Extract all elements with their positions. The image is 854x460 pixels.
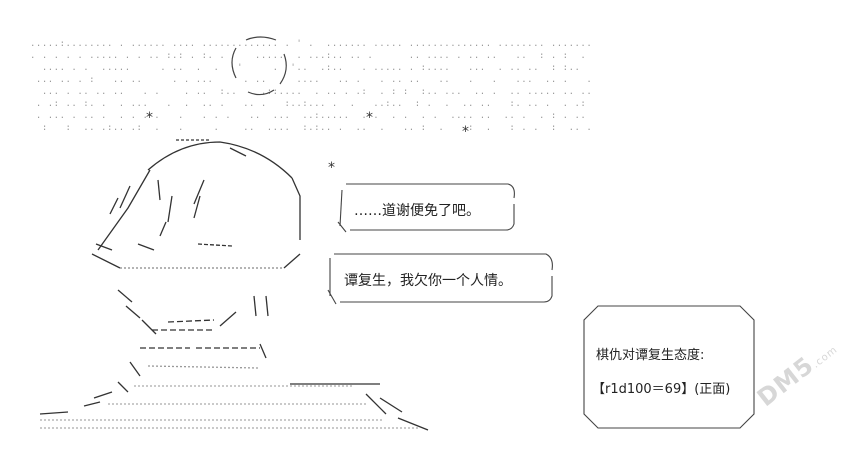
star-icon: * bbox=[328, 160, 335, 176]
info-box-title: 棋仇对谭复生态度: bbox=[596, 348, 705, 363]
star-icon: * bbox=[462, 124, 469, 140]
speech-bubble-1-text: ……道谢便免了吧。 bbox=[354, 203, 480, 219]
info-box-roll-result: 【r1d100＝69】(正面) bbox=[592, 382, 731, 397]
star-icon: * bbox=[366, 110, 373, 126]
speech-bubble-1-outline bbox=[337, 183, 515, 233]
speech-bubble-2-outline bbox=[327, 253, 553, 305]
moon-outline bbox=[231, 36, 287, 96]
info-box-outline bbox=[583, 305, 755, 429]
night-sky-dots: .....:........ . ...... .... ...........… bbox=[30, 39, 590, 133]
star-icon: * bbox=[146, 110, 153, 126]
speech-bubble-2-text: 谭复生，我欠你一个人情。 bbox=[344, 273, 512, 289]
character-figure bbox=[39, 139, 429, 431]
